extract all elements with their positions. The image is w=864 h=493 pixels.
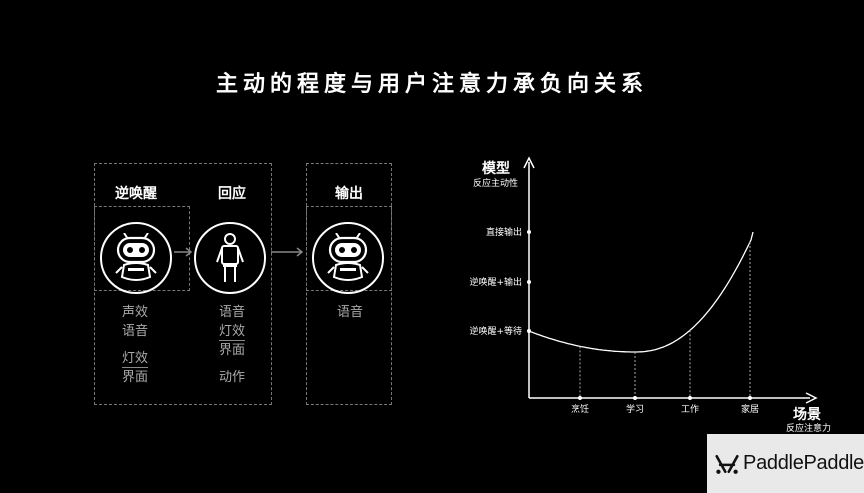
feature-item-underlined: 灯效	[122, 351, 149, 368]
x-axis-arrow-icon	[805, 392, 818, 404]
feature-item: 动作	[219, 370, 246, 385]
attention-curve	[528, 231, 754, 353]
paddlepaddle-logo: PaddlePaddle	[707, 434, 864, 493]
y-tick-dot	[527, 280, 531, 284]
y-axis-arrow-icon	[523, 156, 535, 169]
arrow-right-icon	[174, 247, 193, 257]
robot-icon-wake	[100, 222, 172, 294]
arrow-right-icon	[271, 247, 304, 257]
feature-list-output: 语音	[337, 303, 363, 322]
y-axis-sublabel: 反应主动性	[473, 177, 518, 189]
x-axis-label: 场景	[793, 407, 821, 423]
x-tick-label: 工作	[681, 403, 699, 415]
column-heading-wake: 逆唤醒	[115, 186, 157, 202]
y-tick-label: 直接输出	[486, 226, 522, 238]
feature-item: 语音	[122, 324, 149, 339]
feature-item: 语音	[337, 305, 364, 320]
person-icon-respond	[194, 222, 266, 294]
x-tick-dot	[688, 396, 692, 400]
y-axis-label: 模型	[482, 160, 510, 177]
column-heading-respond: 回应	[218, 186, 246, 202]
feature-item: 声效	[122, 305, 149, 320]
x-axis-sublabel: 反应注意力	[786, 422, 831, 434]
feature-item: 界面	[219, 343, 246, 358]
robot-icon-output	[312, 222, 384, 294]
x-tick-dot	[633, 396, 637, 400]
x-tick-dot	[578, 396, 582, 400]
x-tick-label: 学习	[626, 403, 644, 415]
feature-list-wake: 声效 语音 灯效 界面	[122, 303, 149, 387]
feature-item: 语音	[219, 305, 246, 320]
feature-item-underlined: 灯效	[219, 324, 246, 341]
x-tick-label: 烹饪	[571, 403, 589, 415]
x-tick-label: 家居	[741, 403, 759, 415]
page-title: 主动的程度与用户注意力承负向关系	[215, 72, 648, 97]
x-tick-dot	[748, 396, 752, 400]
logo-text: PaddlePaddle	[743, 452, 864, 474]
y-tick-label: 逆唤醒+输出	[469, 276, 522, 288]
paddlepaddle-logo-icon	[715, 454, 739, 474]
column-heading-output: 输出	[335, 186, 363, 202]
y-tick-label: 逆唤醒+等待	[469, 325, 522, 337]
y-tick-dot	[527, 230, 531, 234]
feature-list-respond: 语音 灯效 界面 动作	[219, 303, 246, 387]
feature-item: 界面	[122, 370, 149, 385]
